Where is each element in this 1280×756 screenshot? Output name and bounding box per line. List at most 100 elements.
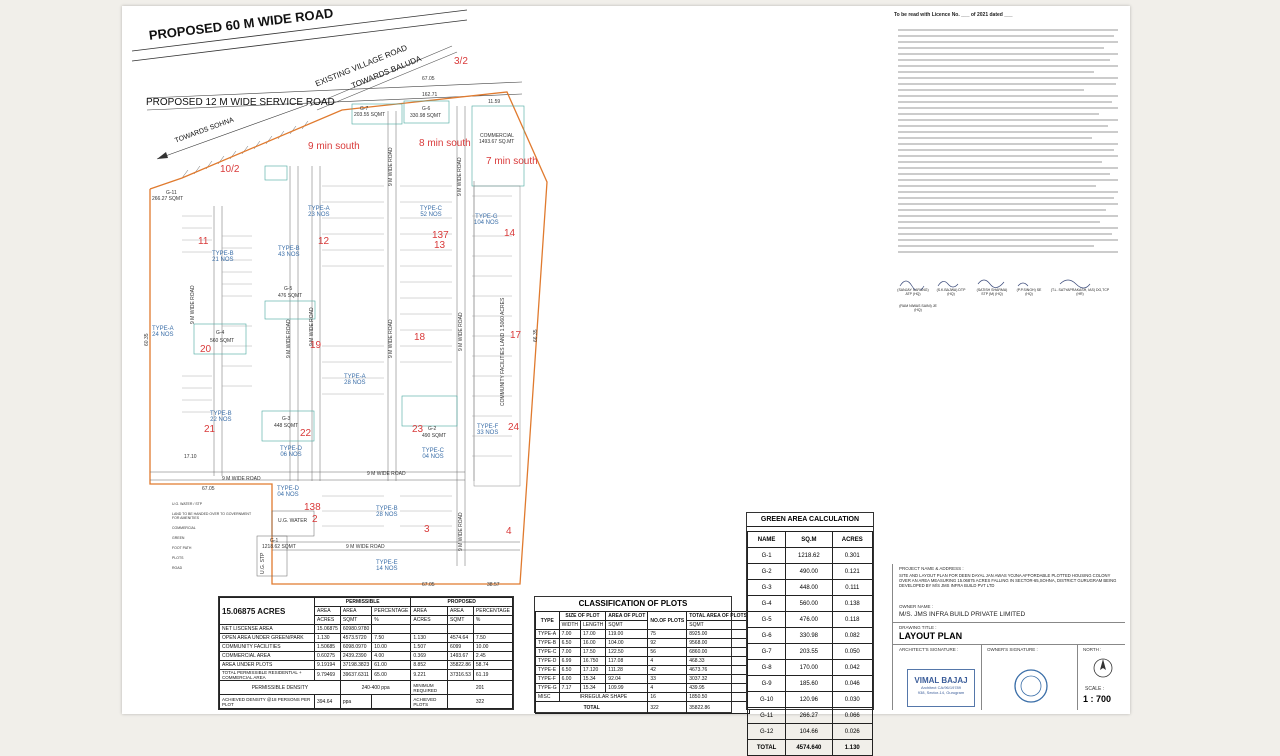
- project-label: PROJECT NAME & ADDRESS :: [899, 566, 964, 571]
- dimension-label: 66.35: [533, 329, 539, 342]
- sector-number: 17: [510, 330, 522, 341]
- drawing-title: LAYOUT PLAN: [899, 631, 963, 641]
- internal-road-label: 9 M WIDE ROAD: [457, 157, 463, 196]
- sector-number: 24: [508, 422, 520, 433]
- classification-panel: CLASSIFICATION OF PLOTS TYPE SIZE OF PLO…: [534, 596, 750, 714]
- sector-number: 2: [312, 514, 318, 525]
- green-area: 560 SQMT: [210, 338, 235, 344]
- site-plan: [131, 9, 548, 585]
- licence-heading: To be read with Licence No. ___ of 2021 …: [894, 12, 1013, 18]
- table-row: TOTAL PERMISSIBLE RESIDENTIAL + COMMERCI…: [219, 669, 514, 681]
- green-area: 476 SQMT: [278, 293, 303, 299]
- table-row: ACHIEVED DENSITY @18 PERSONS PER PLOT 39…: [219, 694, 513, 709]
- green-label: G-4: [216, 330, 225, 336]
- signature-row: (SANJAY SARANG) ATP (HQ) (S.K.BAJWA) DTP…: [894, 274, 1122, 314]
- green-area: 203.55 SQMT: [354, 112, 386, 118]
- internal-road-label: 9 M WIDE ROAD: [458, 512, 464, 551]
- sector-number: 4: [506, 526, 512, 537]
- green-label: G-6: [422, 106, 431, 112]
- site-acres: 15.06875 ACRES: [219, 597, 315, 625]
- table-unit: SQMT: [447, 615, 474, 625]
- green-label: G-11: [166, 190, 177, 196]
- community-facilities-label: COMMUNITY FACILITIES LAND 1.5060 ACRES: [500, 297, 506, 406]
- signature-scribbles: [899, 279, 1091, 290]
- table-subhead: AREA: [314, 606, 341, 616]
- signature: (T.L. SATYAPRAKASH, IAS) DG,TCP (HR): [1050, 288, 1110, 296]
- sector-number: 137: [432, 230, 449, 241]
- internal-road-label: 9 M WIDE ROAD: [388, 147, 394, 186]
- ug-water-label: U.G. WATER: [278, 518, 308, 524]
- approval-notes: To be read with Licence No. ___ of 2021 …: [894, 12, 1122, 312]
- sector-number: 3/2: [454, 56, 468, 67]
- title-block: PROJECT NAME & ADDRESS : SITE AND LAYOUT…: [892, 564, 1125, 710]
- sector-number: 18: [414, 332, 426, 343]
- walk-time-label: 9 min south: [308, 141, 360, 152]
- signature: (P.P.SINGH) SE (HQ): [1016, 288, 1042, 296]
- notes-lines: [898, 29, 1118, 253]
- signature: (RAM NIWAS SAINI) JE (HQ): [899, 304, 937, 312]
- architect-label: ARCHITECT'S SIGNATURE :: [899, 647, 959, 652]
- dimension-label: 11.59: [488, 99, 501, 105]
- table-unit: SQMT: [339, 615, 373, 625]
- owner-label: OWNER NAME :: [899, 604, 934, 609]
- green-label: G-3: [282, 416, 291, 422]
- sector-number: 23: [412, 424, 424, 435]
- sector-number: 138: [304, 502, 321, 513]
- permissible-head: PERMISSIBLE: [313, 597, 412, 607]
- sector-number: 11: [198, 236, 209, 247]
- table-subhead: PERCENTAGE: [472, 606, 514, 616]
- architect-stamp: VIMAL BAJAJ Architect CA/96/19789 938, S…: [907, 669, 975, 707]
- classification-table: TYPE SIZE OF PLOT AREA OF PLOT NO.OF PLO…: [534, 611, 750, 714]
- green-area-title: GREEN AREA CALCULATION: [747, 513, 873, 527]
- company-seal-icon: [1014, 669, 1048, 703]
- internal-road-label: 9 M WIDE ROAD: [367, 471, 406, 477]
- legend-item: U.G. WATER / STP: [172, 502, 203, 506]
- legend-item: PLOTS: [172, 556, 184, 560]
- green-label: G-7: [360, 106, 369, 112]
- walk-time-label: 8 min south: [419, 138, 471, 149]
- dimension-label: 60.35: [144, 333, 150, 346]
- internal-road-label: 9 M WIDE ROAD: [190, 285, 196, 324]
- dimension-label: 67.05: [422, 76, 435, 82]
- dimension-label: 38.57: [487, 582, 500, 588]
- service-road-label: PROPOSED 12 M WIDE SERVICE ROAD: [146, 97, 335, 108]
- commercial-label: COMMERCIAL: [480, 133, 514, 139]
- north-arrow-icon: [1093, 658, 1113, 678]
- internal-road-label: 9 M WIDE ROAD: [346, 544, 385, 550]
- green-label: G-5: [284, 286, 293, 292]
- permissible-table-panel: 15.06875 ACRES PERMISSIBLE PROPOSED AREA…: [218, 596, 514, 710]
- walk-time-label: 7 min south: [486, 156, 538, 167]
- legend-item: LAND TO BE HANDED OVER TO GOVERNMENT FOR…: [172, 512, 252, 520]
- sector-number: 10/2: [220, 164, 240, 175]
- table-subhead: AREA: [339, 606, 373, 616]
- dimension-label: 67.05: [422, 582, 435, 588]
- ug-stp-label: U.G. STP: [260, 552, 266, 574]
- owner-name: M/S. JMS INFRA BUILD PRIVATE LIMITED: [899, 611, 1026, 618]
- sector-number: 20: [200, 344, 212, 355]
- table-unit: %: [472, 615, 514, 625]
- project-name: SITE AND LAYOUT PLAN FOR DEEN DAYAL JAN …: [899, 573, 1117, 588]
